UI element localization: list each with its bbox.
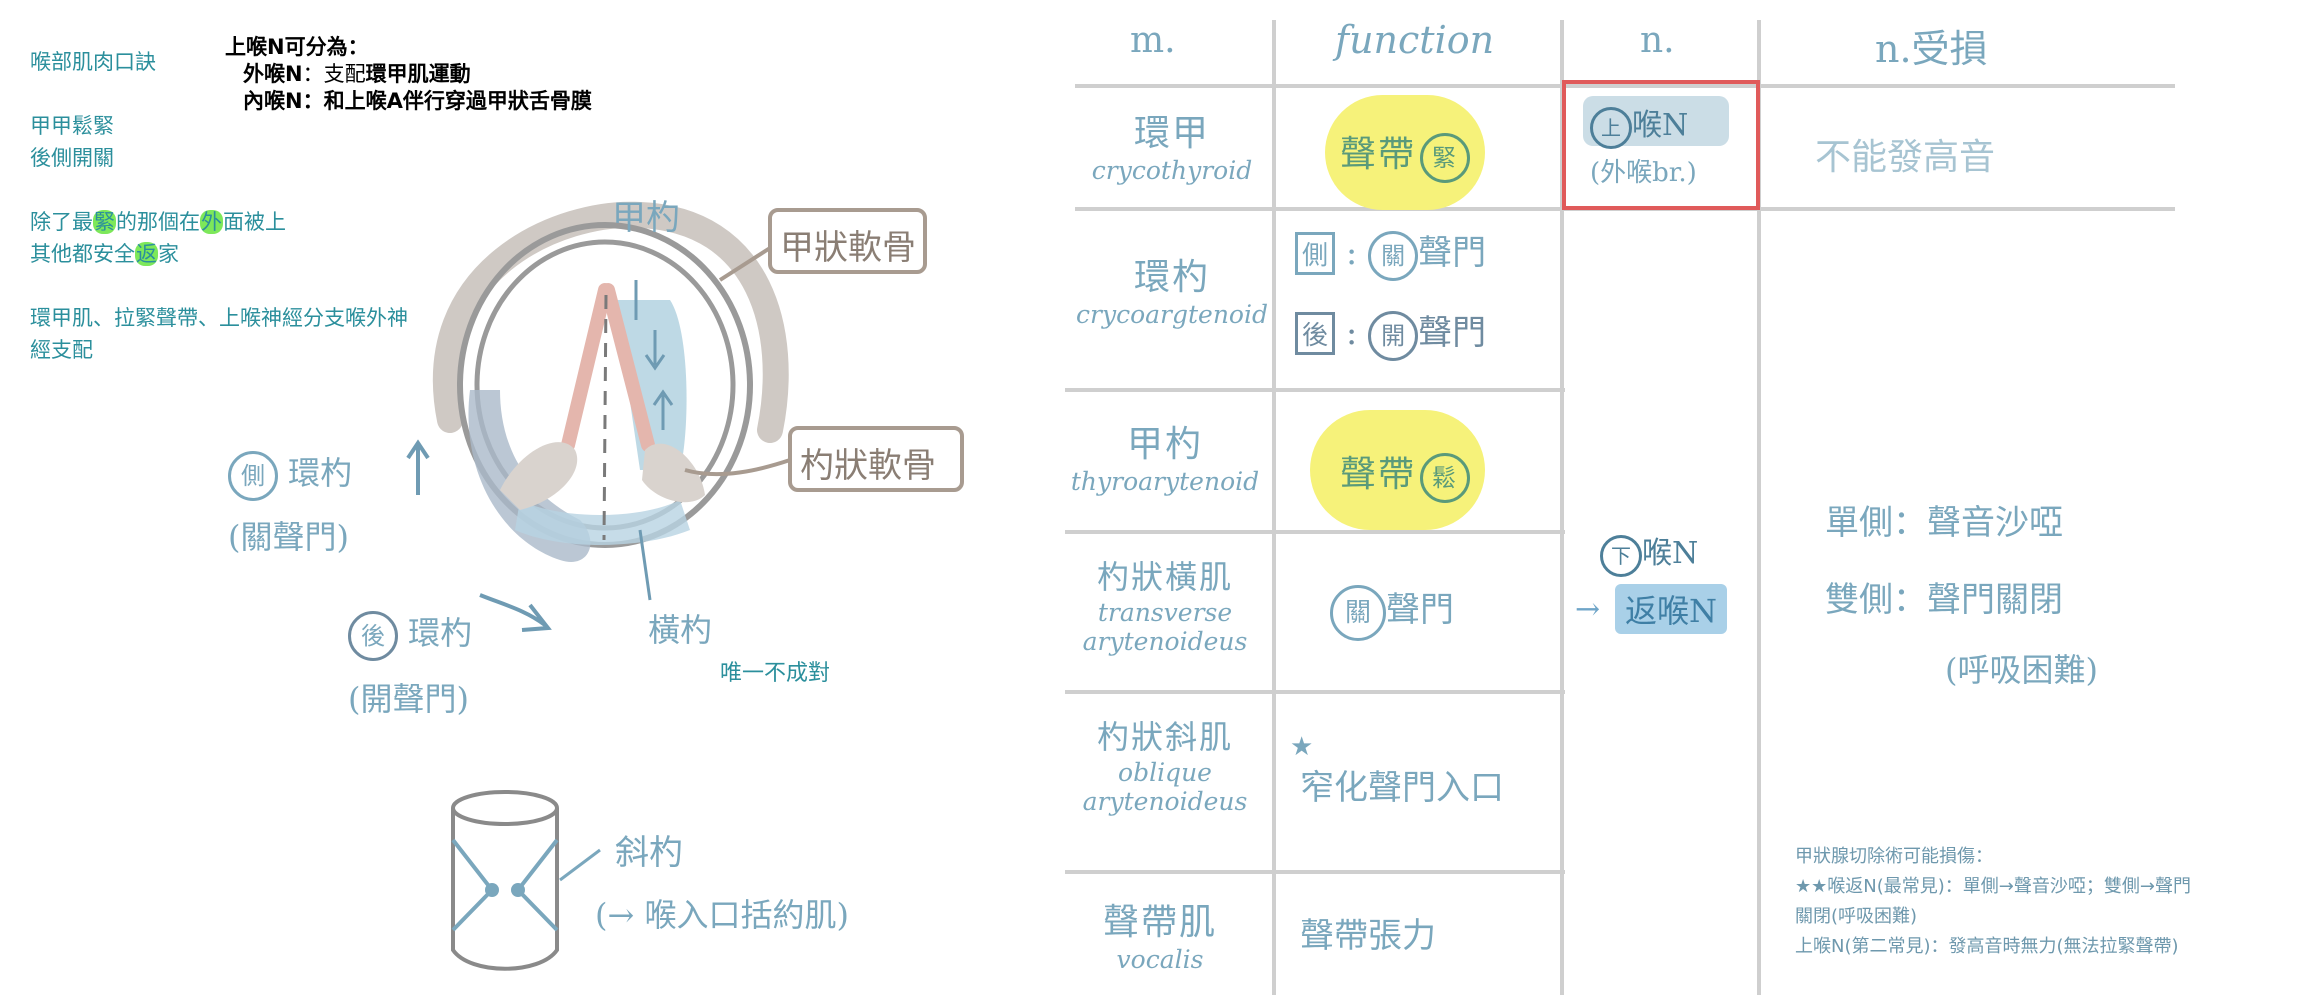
mnemonic-line1: 甲甲鬆緊 bbox=[30, 114, 114, 138]
upper-nerve-sub: (外喉br.) bbox=[1590, 158, 1697, 188]
upper-nerve: 上喉N bbox=[1590, 100, 1688, 149]
sln-title: 上喉N可分為： bbox=[225, 35, 369, 59]
larynx-diagram bbox=[406, 201, 964, 971]
row1-function: 聲帶緊 bbox=[1340, 125, 1471, 183]
arrow-down-icon bbox=[644, 330, 666, 371]
damage-bilateral: 雙側：聲門關閉 bbox=[1825, 580, 2063, 620]
damage-unilateral: 單側：聲音沙啞 bbox=[1825, 503, 2063, 543]
lower-badge: 下 bbox=[1600, 535, 1642, 577]
sln-block: 上喉N可分為： 外喉N：支配環甲肌運動 內喉N：和上喉A伴行穿過甲狀舌骨膜 bbox=[225, 34, 592, 115]
grid-v1 bbox=[1272, 20, 1276, 995]
grid-h3 bbox=[1065, 388, 1565, 392]
lower-nerve: 下喉N bbox=[1600, 528, 1698, 577]
mnemonic-line2: 後側開關 bbox=[30, 146, 114, 170]
mnemonic-title: 喉部肌肉口訣 bbox=[30, 50, 156, 74]
highlight-box-upper-nerve bbox=[1562, 80, 1760, 210]
label-posterior: 後 環杓 bbox=[348, 608, 472, 661]
row5-function: 窄化聲門入口 bbox=[1300, 768, 1504, 808]
table-row: 環甲 crycothyroid bbox=[1091, 113, 1253, 185]
label-arytenoid-cartilage: 杓狀軟骨 bbox=[800, 446, 936, 486]
grid-h5 bbox=[1065, 690, 1565, 694]
lateral-square-badge: 側 bbox=[1295, 232, 1336, 275]
midline-dashed bbox=[602, 294, 608, 541]
grid-v3 bbox=[1757, 20, 1761, 995]
header-nerve: n. bbox=[1640, 20, 1675, 61]
arrow-right-icon: → bbox=[1575, 592, 1601, 627]
line-to-transverse-label bbox=[638, 529, 652, 601]
row2-function-posterior: 後 : 開聲門 bbox=[1295, 305, 1486, 361]
mnemonic-block: 喉部肌肉口訣 甲甲鬆緊 後側開關 除了最緊的那個在外面被上 其他都安全返家 環甲… bbox=[30, 46, 408, 366]
thyroarytenoid-muscle-shape bbox=[615, 300, 687, 470]
label-lateral: 側 環杓 bbox=[228, 448, 352, 501]
upper-badge: 上 bbox=[1590, 107, 1632, 149]
right-vocal-fold bbox=[601, 283, 655, 452]
table-row: 杓狀斜肌 oblique arytenoideus bbox=[1082, 718, 1248, 816]
loose-badge: 鬆 bbox=[1420, 453, 1471, 503]
label-lateral-fn: (關聲門) bbox=[228, 518, 349, 556]
oblique-node-right bbox=[511, 883, 525, 897]
left-vocal-fold bbox=[561, 283, 612, 452]
sln-external: 外喉N：支配環甲肌運動 bbox=[243, 62, 471, 86]
arrow-up-icon bbox=[652, 389, 674, 430]
highlight-return: 返 bbox=[135, 242, 158, 266]
thyroid-label-box bbox=[768, 208, 927, 274]
thyroid-cartilage-shape bbox=[432, 201, 789, 443]
table-row: 環杓 crycoargtenoid bbox=[1076, 257, 1268, 329]
cylinder-body bbox=[451, 808, 559, 971]
table-row: 甲杓 thyroarytenoid bbox=[1070, 424, 1260, 496]
label-oblique: 斜杓 bbox=[615, 833, 683, 873]
header-muscle: m. bbox=[1130, 20, 1176, 61]
sln-internal: 內喉N：和上喉A伴行穿過甲狀舌骨膜 bbox=[243, 89, 592, 113]
row3-function: 聲帶鬆 bbox=[1340, 445, 1471, 503]
cylinder-top bbox=[451, 790, 559, 826]
lateral-badge: 側 bbox=[228, 451, 278, 501]
row2-function-lateral: 側 : 關聲門 bbox=[1295, 225, 1486, 281]
oblique-fibers bbox=[451, 838, 559, 932]
label-oblique-fn: (→ 喉入口括約肌) bbox=[595, 896, 849, 934]
lateral-arrow-up-icon bbox=[406, 439, 430, 495]
row6-function: 聲帶張力 bbox=[1300, 916, 1436, 956]
label-posterior-fn: (開聲門) bbox=[348, 680, 469, 718]
grid-v2 bbox=[1560, 20, 1564, 995]
line-to-thyroid-label bbox=[718, 246, 772, 282]
cricoid-outer-ring bbox=[457, 222, 753, 548]
grid-h4 bbox=[1065, 530, 1565, 534]
left-arytenoid-shape bbox=[500, 442, 578, 510]
label-thyroarytenoid: 甲杓 bbox=[612, 198, 680, 238]
mnemonic-line6: 經支配 bbox=[30, 338, 93, 362]
label-thyroid-cartilage: 甲狀軟骨 bbox=[780, 228, 916, 268]
grid-h6 bbox=[1065, 870, 1565, 874]
note-unpaired: 唯一不成對 bbox=[720, 661, 831, 686]
line-to-arytenoid-label bbox=[684, 458, 791, 477]
mnemonic-line5: 環甲肌、拉緊聲帶、上喉神經分支喉外神 bbox=[30, 306, 408, 330]
posterior-square-badge: 後 bbox=[1295, 312, 1336, 355]
right-arytenoid-shape bbox=[642, 443, 705, 503]
header-function: function bbox=[1335, 18, 1495, 62]
grid-h1 bbox=[1075, 84, 2175, 88]
transverse-arytenoid-shape bbox=[515, 500, 690, 545]
table-row: 杓狀橫肌 transverse arytenoideus bbox=[1082, 558, 1248, 656]
tight-badge: 緊 bbox=[1420, 133, 1471, 183]
footnote: 甲狀腺切除術可能損傷： ★★喉返N(最常見)：單側→聲音沙啞；雙側→聲門 關閉(… bbox=[1795, 846, 2191, 957]
highlight-tight: 緊 bbox=[93, 210, 116, 234]
row4-function: 關聲門 bbox=[1330, 582, 1454, 641]
arytenoid-label-box bbox=[788, 426, 964, 492]
line-to-oblique-label bbox=[559, 848, 601, 882]
highlight-outside: 外 bbox=[200, 210, 223, 234]
recurrent-nerve: 返喉N bbox=[1615, 584, 1728, 634]
mnemonic-line4: 其他都安全返家 bbox=[30, 242, 179, 266]
star-icon: ★ bbox=[1290, 732, 1314, 762]
damage-bilateral-sub: (呼吸困難) bbox=[1945, 651, 2098, 689]
damage-upper: 不能發高音 bbox=[1815, 137, 1996, 178]
posterior-curved-arrow-icon bbox=[479, 593, 552, 632]
posterior-badge: 後 bbox=[348, 611, 398, 661]
header-damage: n.受損 bbox=[1875, 27, 1988, 71]
table-row: 聲帶肌 vocalis bbox=[1102, 902, 1217, 974]
oblique-node-left bbox=[485, 883, 499, 897]
label-transverse: 橫杓 bbox=[648, 611, 713, 649]
mnemonic-line3: 除了最緊的那個在外面被上 bbox=[30, 210, 286, 234]
